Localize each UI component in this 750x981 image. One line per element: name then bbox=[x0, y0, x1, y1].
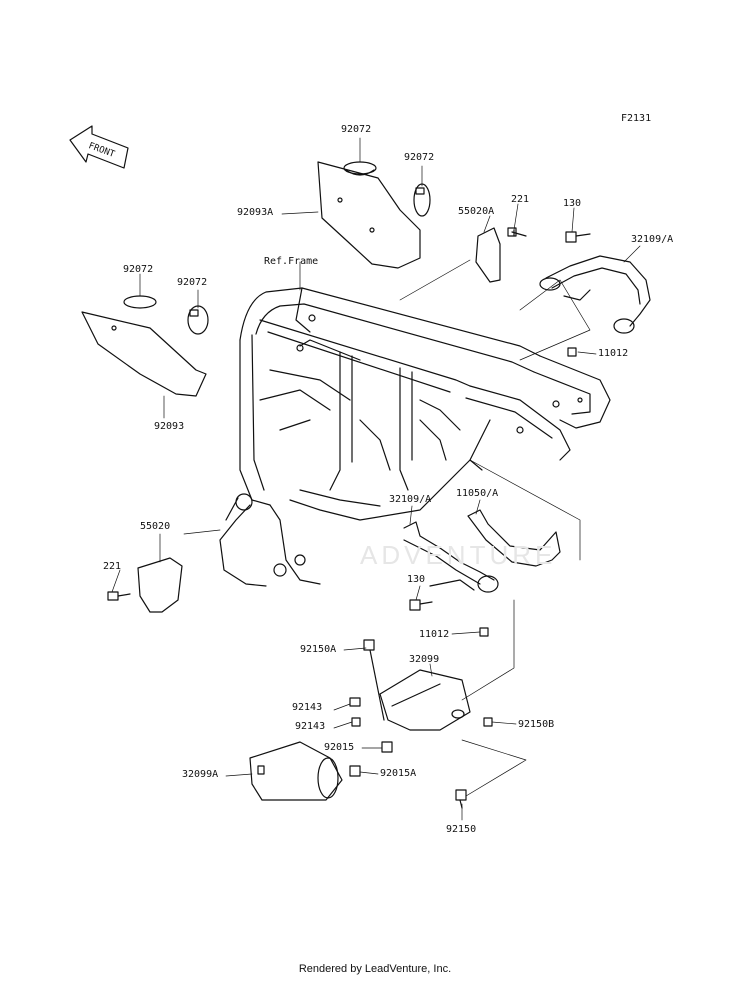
bolt-130-lower-part bbox=[409, 599, 433, 611]
callout-c7: 32109/A bbox=[631, 234, 674, 245]
bolt-92150-part bbox=[455, 789, 467, 809]
collar-11012-upper-part bbox=[567, 347, 577, 357]
callout-c8: Ref.Frame bbox=[264, 256, 319, 267]
watermark-text: ADVENTURE bbox=[360, 540, 557, 570]
callout-c13: 32109/A bbox=[389, 494, 432, 505]
bolt-92150A-part bbox=[363, 639, 385, 721]
callout-c5: 221 bbox=[511, 194, 530, 205]
callout-c2: 92072 bbox=[404, 152, 435, 163]
callout-c25: 32099A bbox=[182, 769, 219, 780]
front-arrow-icon: FRONT bbox=[69, 125, 129, 169]
callout-c23: 92150B bbox=[518, 719, 555, 730]
nut-92015-part bbox=[381, 741, 393, 753]
callout-c21: 92143 bbox=[292, 702, 323, 713]
bolt-92150B-part bbox=[483, 717, 493, 727]
callout-c1: 92072 bbox=[341, 124, 372, 135]
leader-lines bbox=[111, 137, 641, 821]
frame-guard-left-part bbox=[81, 311, 207, 397]
frame-main-part bbox=[219, 287, 611, 587]
callout-c14: 11050/A bbox=[456, 488, 499, 499]
bolt-221-lower-part bbox=[107, 591, 131, 601]
callout-c6: 130 bbox=[563, 198, 582, 209]
callout-c24: 92015 bbox=[324, 742, 355, 753]
callout-c9: 92072 bbox=[123, 264, 154, 275]
muffler-cover-part bbox=[379, 669, 471, 731]
callout-c10: 92072 bbox=[177, 277, 208, 288]
callout-c18: 11012 bbox=[419, 629, 450, 640]
callout-c15: 55020 bbox=[140, 521, 171, 532]
callout-c17: 130 bbox=[407, 574, 426, 585]
callout-c3: 92093A bbox=[237, 207, 274, 218]
footer-credit: Rendered by LeadVenture, Inc. bbox=[298, 963, 452, 975]
bolt-130-upper-part bbox=[565, 231, 591, 243]
callout-c12: 11012 bbox=[598, 348, 629, 359]
side-cover-left-part bbox=[137, 557, 183, 613]
bracket-11050-part bbox=[467, 509, 561, 567]
callout-c11: 92093 bbox=[154, 421, 185, 432]
muffler-cover-a-part bbox=[249, 741, 343, 801]
side-cover-right-part bbox=[475, 227, 501, 283]
callout-c4: 55020A bbox=[458, 206, 495, 217]
callout-c26: 92015A bbox=[380, 768, 417, 779]
collar-11012-lower-part bbox=[479, 627, 489, 637]
figure-code: F2131 bbox=[621, 113, 652, 124]
callout-c27: 92150 bbox=[446, 824, 477, 835]
callout-c19: 92150A bbox=[300, 644, 337, 655]
frame-guard-upper-part bbox=[317, 161, 421, 269]
callout-c22: 92143 bbox=[295, 721, 326, 732]
callout-c16: 221 bbox=[103, 561, 122, 572]
bracket-upper-part bbox=[539, 255, 651, 334]
nut-92015A-part bbox=[349, 765, 361, 777]
callout-c20: 32099 bbox=[409, 654, 440, 665]
bracket-lower-part bbox=[403, 521, 499, 593]
bolt-221-upper-part bbox=[507, 227, 527, 237]
